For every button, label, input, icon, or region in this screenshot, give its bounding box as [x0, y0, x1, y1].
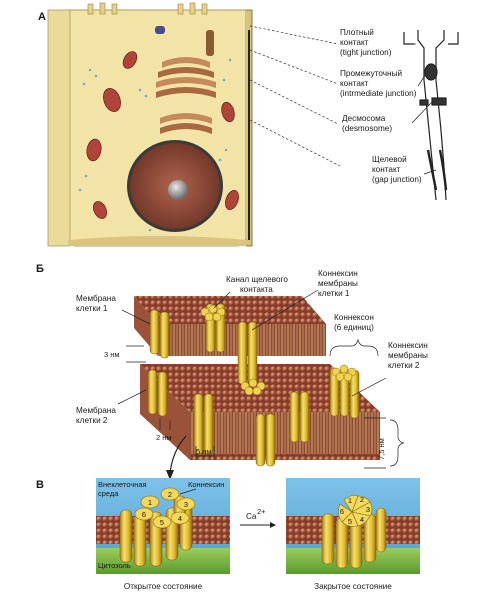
svg-text:мембраны: мембраны: [318, 279, 358, 288]
svg-text:клетки 1: клетки 1: [76, 304, 108, 313]
svg-text:1: 1: [348, 496, 352, 505]
golgi-apparatus: [155, 26, 216, 134]
mitochondria: [86, 51, 239, 219]
label-desmosome: Десмосома (desmosome): [342, 114, 392, 133]
svg-text:(gap junction): (gap junction): [372, 175, 422, 184]
svg-text:Щелевой: Щелевой: [372, 155, 407, 164]
panel-a: А: [38, 2, 459, 247]
svg-text:контакт: контакт: [340, 79, 369, 88]
membrane-block-cell-1: [134, 296, 326, 356]
label-gap-channel: Канал щелевого контакта: [226, 275, 288, 294]
label-intermediate-junction: Промежуточный контакт (intrmediate junct…: [340, 69, 417, 98]
label-open-state: Открытое состояние: [124, 582, 203, 591]
svg-text:5: 5: [160, 518, 164, 527]
svg-text:клетки 2: клетки 2: [388, 361, 420, 370]
svg-text:2: 2: [168, 490, 172, 499]
svg-text:Ca: Ca: [246, 512, 257, 521]
dimension-5nm: 5 нм: [195, 446, 215, 460]
closed-state-scene: 1 2 3 4 5 6: [286, 478, 420, 574]
svg-text:6: 6: [142, 510, 146, 519]
svg-text:4: 4: [178, 514, 182, 523]
svg-text:Мембрана: Мембрана: [76, 294, 116, 303]
dimension-7-5nm: 7,5 нм: [364, 417, 405, 469]
connexin-cylinders: [147, 303, 360, 467]
svg-text:5 нм: 5 нм: [196, 447, 212, 456]
junction-leader-lines: [249, 25, 341, 167]
svg-text:4: 4: [360, 515, 364, 524]
svg-text:мембраны: мембраны: [388, 351, 428, 360]
svg-text:(6 единиц): (6 единиц): [334, 323, 374, 332]
svg-text:Десмосома: Десмосома: [342, 114, 386, 123]
label-closed-state: Закрытое состояние: [314, 582, 392, 591]
svg-text:(intrmediate junction): (intrmediate junction): [340, 89, 417, 98]
svg-text:клетки 1: клетки 1: [318, 289, 350, 298]
svg-text:Мембрана: Мембрана: [76, 406, 116, 415]
panel-c: В 1 2: [36, 478, 420, 591]
svg-text:(tight junction): (tight junction): [340, 48, 392, 57]
svg-text:Коннексон: Коннексон: [334, 313, 374, 322]
svg-text:(desmosome): (desmosome): [342, 124, 392, 133]
label-extracellular: Внеклеточная среда: [98, 480, 147, 498]
connexon-caps: [200, 304, 357, 396]
svg-text:Внеклеточная: Внеклеточная: [98, 480, 147, 489]
svg-text:3: 3: [366, 505, 370, 514]
svg-text:2 нм: 2 нм: [156, 433, 172, 442]
svg-text:3: 3: [184, 500, 188, 509]
svg-text:клетки 2: клетки 2: [76, 416, 108, 425]
label-connexin-cell-1: Коннексин мембраны клетки 1: [318, 269, 358, 298]
svg-text:1: 1: [148, 498, 152, 507]
open-subunit-numbers: 1 2 3 4 5 6: [142, 490, 188, 527]
svg-text:Промежуточный: Промежуточный: [340, 69, 402, 78]
calcium-arrow: Ca 2+: [240, 507, 276, 528]
panel-b: Б: [36, 263, 428, 480]
svg-text:Плотный: Плотный: [340, 28, 374, 37]
svg-text:контакта: контакта: [240, 285, 273, 294]
svg-text:3 нм: 3 нм: [104, 350, 120, 359]
svg-text:Коннексин: Коннексин: [388, 341, 428, 350]
svg-text:7,5 нм: 7,5 нм: [377, 438, 386, 460]
svg-text:контакт: контакт: [340, 38, 369, 47]
label-connexin: Коннексин: [188, 480, 224, 489]
svg-text:Канал щелевого: Канал щелевого: [226, 275, 288, 284]
zoom-arrowhead: [166, 470, 174, 480]
svg-text:2+: 2+: [257, 507, 266, 516]
label-gap-junction: Щелевой контакт (gap junction): [372, 155, 422, 184]
epithelial-cell-illustration: [47, 2, 253, 247]
open-state-scene: 1 2 3 4 5 6: [96, 478, 230, 574]
panel-a-letter: А: [38, 11, 46, 23]
closed-subunit-numbers: 1 2 3 4 5 6: [340, 495, 370, 526]
label-tight-junction: Плотный контакт (tight junction): [340, 28, 392, 57]
svg-text:5: 5: [348, 517, 352, 526]
label-connexin-cell-2: Коннексин мембраны клетки 2: [388, 341, 428, 370]
label-cytosol: Цитозоль: [98, 561, 131, 570]
svg-text:2: 2: [360, 495, 364, 504]
panel-b-letter: Б: [36, 263, 44, 275]
svg-text:6: 6: [340, 507, 344, 516]
junction-schematic: [403, 30, 459, 201]
panel-c-letter: В: [36, 479, 44, 491]
label-connexon: Коннексон (6 единиц): [334, 313, 374, 332]
dimension-3nm: 3 нм: [104, 345, 146, 363]
label-membrane-cell-2: Мембрана клетки 2: [76, 406, 116, 425]
svg-text:среда: среда: [98, 489, 119, 498]
svg-text:контакт: контакт: [372, 165, 401, 174]
dimension-2nm: 2 нм: [156, 418, 172, 442]
label-membrane-cell-1: Мембрана клетки 1: [76, 294, 116, 313]
nucleus: [127, 140, 223, 232]
svg-text:Коннексин: Коннексин: [318, 269, 358, 278]
panel-b-leaders: [117, 289, 387, 405]
